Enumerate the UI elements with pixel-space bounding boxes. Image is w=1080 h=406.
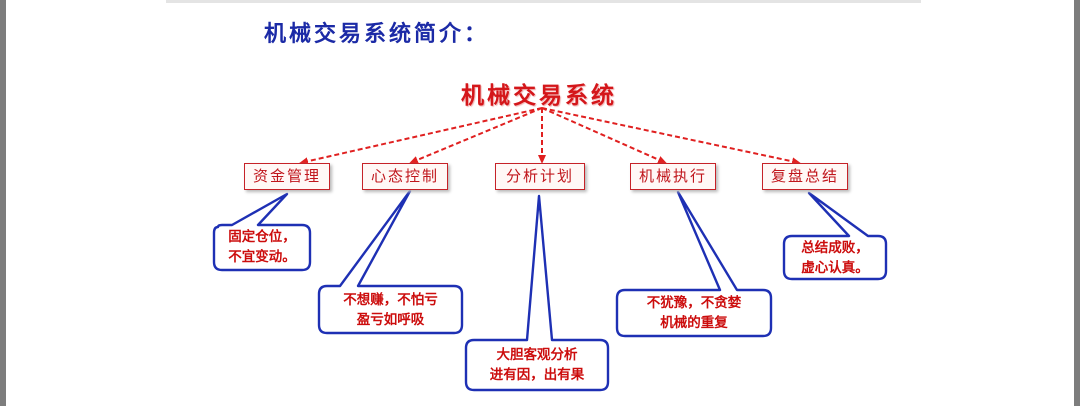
page-heading: 机械交易系统简介：: [264, 21, 490, 47]
note-text-4: 不犹豫，不贪婪 机械的重复: [617, 293, 771, 333]
note-line: 不想赚，不怕亏: [343, 292, 438, 308]
note-bubble-2: [317, 189, 464, 335]
note-text-3: 大胆客观分析 进有因，出有果: [466, 345, 608, 385]
top-rule: [166, 0, 921, 3]
note-line: 盈亏如呼吸: [356, 312, 425, 328]
slide: 机械交易系统简介： 机械交易系统 资金管理 心态控制 分析计划 机械执行 复盘总…: [6, 0, 1074, 406]
arrow-to-branch-1: [299, 107, 543, 166]
arrow-to-branch-2: [409, 107, 543, 164]
note-line: 进有因，出有果: [489, 367, 585, 383]
note-line: 总结成败，: [801, 240, 869, 256]
arrow-to-branch-4: [541, 107, 667, 164]
arrow-to-branch-5: [541, 107, 801, 166]
connector-layer: [212, 107, 888, 392]
note-bubble-4: [615, 190, 773, 338]
note-bubble-3: [464, 194, 610, 392]
branch-node-analysis-plan: 分析计划: [495, 163, 585, 190]
note-text-5: 总结成败， 虚心认真。: [784, 238, 886, 278]
note-line: 机械的重复: [660, 315, 728, 331]
note-line: 不犹豫，不贪婪: [646, 295, 742, 311]
note-line: 虚心认真。: [801, 260, 869, 276]
note-line: 不宜变动。: [228, 249, 296, 265]
branch-node-mechanical-execution: 机械执行: [630, 163, 716, 190]
root-node-title: 机械交易系统: [461, 82, 617, 109]
note-line: 固定仓位，: [228, 229, 296, 245]
branch-node-money-management: 资金管理: [244, 163, 330, 190]
note-text-2: 不想赚，不怕亏 盈亏如呼吸: [319, 290, 462, 330]
note-bubble-1: [212, 192, 312, 272]
note-line: 大胆客观分析: [496, 347, 578, 363]
note-bubble-5: [782, 191, 888, 281]
branch-node-review-summary: 复盘总结: [762, 163, 848, 190]
note-text-1: 固定仓位， 不宜变动。: [214, 227, 310, 267]
branch-node-mindset-control: 心态控制: [362, 163, 448, 190]
